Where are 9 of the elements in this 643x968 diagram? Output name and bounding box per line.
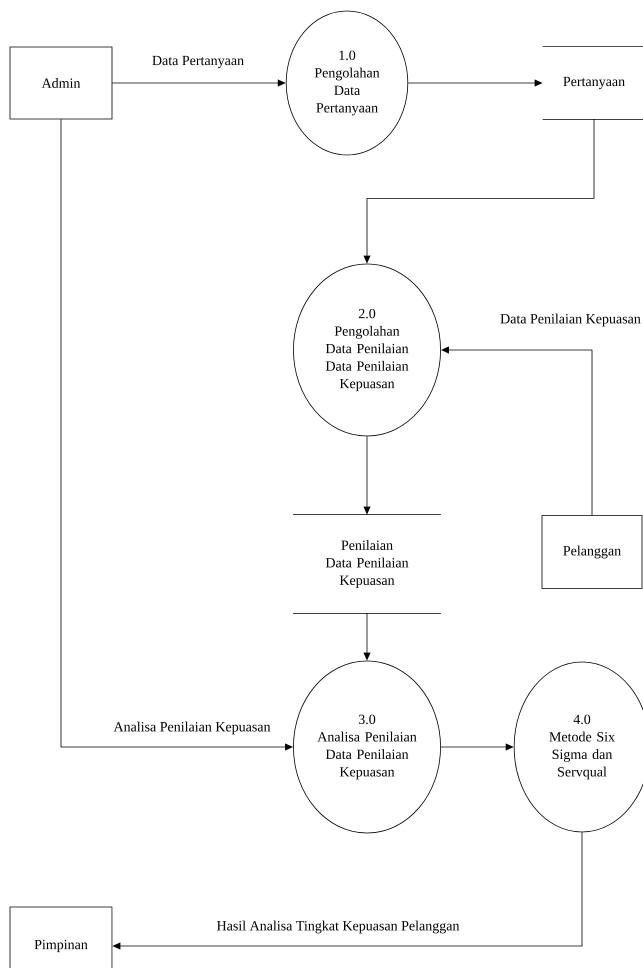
entity-box: Pimpinan: [10, 906, 112, 968]
edge-label: Analisa Penilaian Kepuasan: [112, 720, 272, 736]
edge-label: Data Pertanyaan: [150, 54, 246, 70]
entity-box: Pelanggan: [542, 515, 642, 589]
data-store: Penilaian Data Penilaian Kepuasan: [292, 514, 442, 614]
data-store: Pertanyaan: [542, 46, 643, 120]
edge-label: Hasil Analisa Tingkat Kepuasan Pelanggan: [216, 920, 460, 934]
entity-box: Admin: [10, 46, 112, 120]
edge-label: Data Penilaian Kepuasan: [499, 312, 642, 328]
